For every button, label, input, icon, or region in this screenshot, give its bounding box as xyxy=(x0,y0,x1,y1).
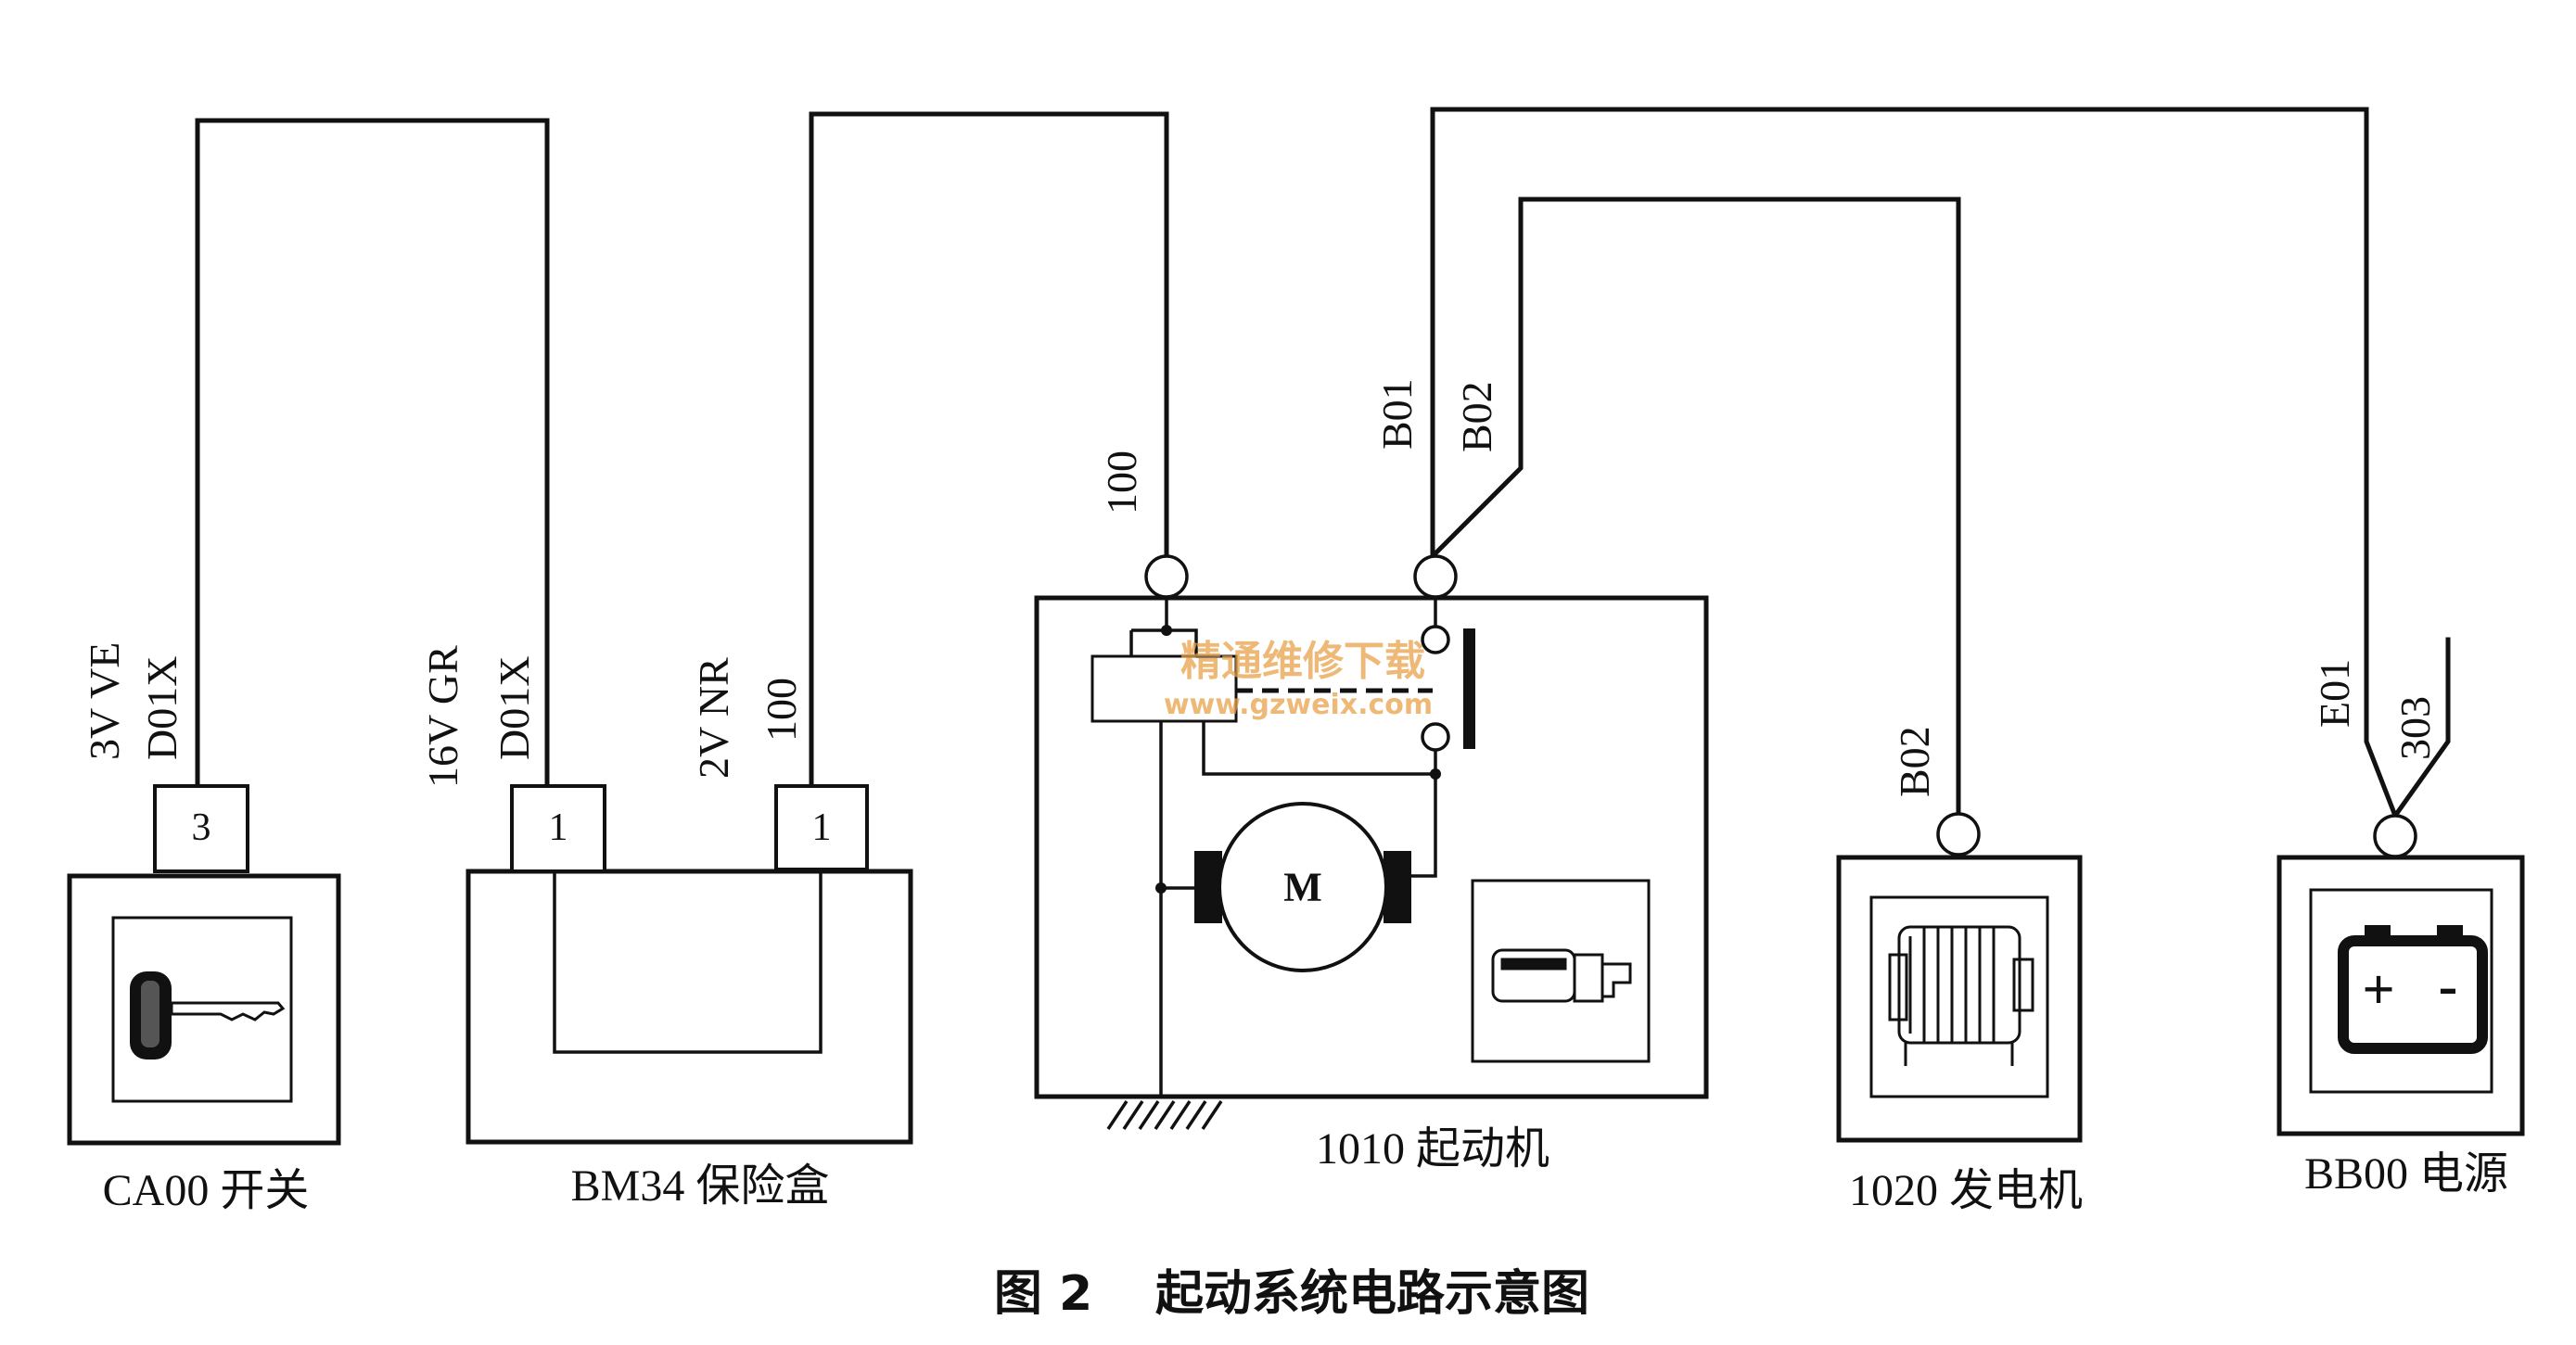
starter-icon xyxy=(1491,948,1632,1003)
motor-label: M xyxy=(1283,865,1322,910)
motor-feed xyxy=(1411,750,1437,878)
fusebox-right-pin-label: 1 xyxy=(812,806,832,849)
motor-icon xyxy=(1218,802,1388,972)
alternator-icon xyxy=(1888,925,2034,1066)
fusebox-right-pin xyxy=(774,784,869,871)
battery-name: BB00 电源 xyxy=(2304,1149,2508,1199)
alternator-wire-code: B02 xyxy=(1891,726,1938,797)
fusebox-name: BM34 保险盒 xyxy=(571,1161,830,1211)
watermark-text: 精通维修下载 xyxy=(1180,638,1425,685)
wire-100 xyxy=(809,111,1169,791)
wire-b02 xyxy=(1429,197,1961,818)
figure-caption: 图 2 起动系统电路示意图 xyxy=(994,1266,1589,1322)
ground-icon xyxy=(1103,1095,1223,1130)
switch-wire-code: D01X xyxy=(138,656,185,760)
fusebox-right-wire-code: 100 xyxy=(758,678,805,742)
starter-terminal-b01-b02 xyxy=(1413,554,1458,599)
starter-terminal-100 xyxy=(1144,554,1189,599)
contact-lower xyxy=(1421,722,1450,752)
alternator: B02 1020 发电机 xyxy=(1836,726,2083,1215)
fusebox-left-pin xyxy=(510,784,606,873)
alternator-name: 1020 发电机 xyxy=(1849,1166,2083,1215)
switch-name: CA00 开关 xyxy=(103,1166,310,1215)
battery-icon: + - xyxy=(2338,925,2488,1054)
contact-bar xyxy=(1463,628,1475,749)
switch-pin-label: 3 xyxy=(192,806,211,849)
switch-pin-3 xyxy=(153,784,249,873)
battery-wire-303: 303 xyxy=(2391,696,2439,760)
solenoid-coil xyxy=(1090,654,1238,723)
battery: E01 303 + - BB00 电源 xyxy=(2276,659,2525,1199)
battery-terminal xyxy=(2373,814,2417,858)
starter-term-100-label: 100 xyxy=(1098,450,1145,514)
caption-figure-number: 图 2 xyxy=(994,1266,1092,1322)
bm34-fusebox: 1 1 16V GR D01X 2V NR 100 BM34 保险盒 xyxy=(419,645,913,1211)
watermark-url: www.gzweix.com xyxy=(1164,689,1433,721)
starter-name: 1010 起动机 xyxy=(1316,1124,1549,1174)
contact-upper xyxy=(1421,625,1450,654)
watermark: 精通维修下载 www.gzweix.com xyxy=(1164,638,1433,721)
switch-wire-color: 3V VE xyxy=(81,642,128,760)
alternator-terminal xyxy=(1936,812,1981,856)
battery-plus-icon: + xyxy=(2362,958,2394,1021)
caption-title: 起动系统电路示意图 xyxy=(1155,1266,1589,1322)
ca00-switch: 3 3V VE D01X CA00 开关 xyxy=(67,642,341,1215)
fusebox-left-wire-code: D01X xyxy=(491,656,538,760)
fusebox-inner-link xyxy=(553,871,823,1054)
solenoid-return xyxy=(1202,721,1435,776)
wire-b01 xyxy=(1430,107,2399,819)
key-icon xyxy=(130,971,286,1060)
wire-303 xyxy=(2391,637,2451,819)
starter-motor: 100 B01 B02 M 1010 起动机 xyxy=(1034,378,1709,1174)
starter-term-b02-label: B02 xyxy=(1453,381,1500,452)
wire-d01x xyxy=(195,118,550,791)
battery-wire-e01: E01 xyxy=(2311,659,2358,728)
fusebox-right-wire-color: 2V NR xyxy=(690,657,737,779)
wiring xyxy=(195,107,2451,819)
starter-term-b01-label: B01 xyxy=(1373,378,1421,450)
fusebox-body xyxy=(465,869,913,1145)
fusebox-left-wire-color: 16V GR xyxy=(419,645,466,788)
fusebox-left-pin-label: 1 xyxy=(549,806,568,849)
battery-minus-icon: - xyxy=(2439,955,2458,1018)
